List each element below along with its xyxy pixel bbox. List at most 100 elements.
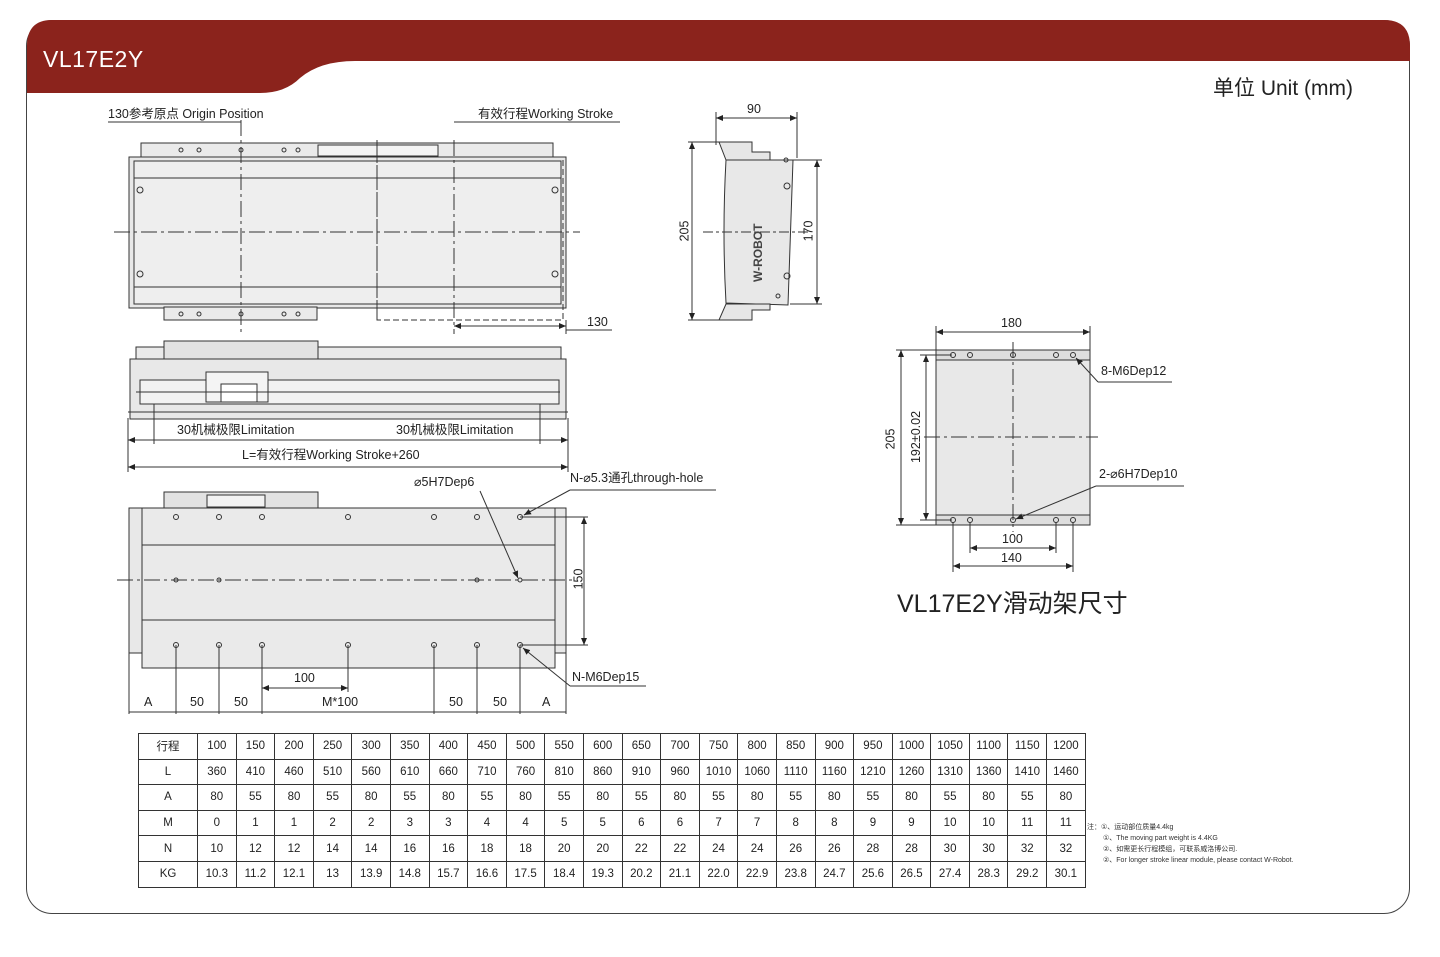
table-cell: 1260 <box>891 758 932 786</box>
carriage-pitch-outer-dim: 140 <box>1001 551 1022 565</box>
table-cell: 960 <box>660 758 700 786</box>
note-line: ②、如需更长行程模组，可联系威洛博公司. <box>1103 846 1238 853</box>
row-header: M <box>138 809 198 837</box>
table-cell: 12 <box>235 835 276 862</box>
through-hole-label: N-⌀5.3通孔through-hole <box>570 471 704 485</box>
thread-hole-label: N-M6Dep15 <box>572 670 640 684</box>
table-cell: 11 <box>1007 809 1048 837</box>
end-view-logo: W-ROBOT <box>751 223 765 282</box>
table-cell: 4 <box>505 809 546 837</box>
table-cell: 350 <box>389 733 430 760</box>
table-cell: 460 <box>274 758 314 786</box>
row-header: N <box>138 835 198 862</box>
carriage-height-pin-dim: 192±0.02 <box>909 410 924 464</box>
table-cell: 27.4 <box>930 860 970 888</box>
table-cell: 1410 <box>1007 758 1048 786</box>
table-cell: 1360 <box>968 758 1009 786</box>
table-cell: 560 <box>351 758 391 786</box>
table-cell: 80 <box>814 784 855 811</box>
bottom-dim-a-right: A <box>542 695 551 709</box>
table-cell: 23.8 <box>775 860 816 888</box>
table-cell: 80 <box>891 784 932 811</box>
table-cell: 860 <box>582 758 623 786</box>
table-cell: 15.7 <box>428 860 469 888</box>
table-cell: 55 <box>312 784 353 811</box>
table-cell: 3 <box>389 809 430 837</box>
table-cell: 1210 <box>853 758 893 786</box>
table-cell: 9 <box>853 809 893 837</box>
carriage-caption: VL17E2Y滑动架尺寸 <box>897 590 1128 618</box>
table-cell: 360 <box>197 758 237 786</box>
table-cell: 4 <box>467 809 507 837</box>
bottom-dim-50-3: 50 <box>449 695 463 709</box>
table-cell: 55 <box>235 784 276 811</box>
row-header: KG <box>138 860 198 888</box>
model-title: VL17E2Y <box>43 46 144 72</box>
working-stroke-label: 有效行程Working Stroke <box>478 107 614 121</box>
table-cell: 80 <box>505 784 546 811</box>
table-cell: 14 <box>351 835 391 862</box>
limit-left-label: 30机械极限Limitation <box>177 423 295 437</box>
table-cell: 9 <box>891 809 932 837</box>
table-cell: 13 <box>312 860 353 888</box>
carriage-thread-label: 8-M6Dep12 <box>1101 364 1167 378</box>
table-cell: 2 <box>351 809 391 837</box>
table-cell: 32 <box>1007 835 1048 862</box>
bottom-dim-a-left: A <box>144 695 153 709</box>
note-line: ②、For longer stroke linear module, pleas… <box>1103 857 1294 864</box>
table-cell: 17.5 <box>505 860 546 888</box>
table-cell: 80 <box>1046 784 1086 811</box>
table-cell: 28 <box>891 835 932 862</box>
table-cell: 1460 <box>1046 758 1086 786</box>
table-cell: 1000 <box>891 733 932 760</box>
table-cell: 20 <box>544 835 584 862</box>
table-cell: 32 <box>1046 835 1086 862</box>
table-cell: 22.0 <box>698 860 739 888</box>
table-cell: 1010 <box>698 758 739 786</box>
table-cell: 16 <box>428 835 469 862</box>
table-cell: 5 <box>544 809 584 837</box>
table-cell: 500 <box>505 733 546 760</box>
table-cell: 80 <box>274 784 314 811</box>
table-cell: 22 <box>621 835 662 862</box>
notes: 注：①、运动部位质量4.4kg ①、The moving part weight… <box>1087 822 1294 866</box>
table-cell: 24.7 <box>814 860 855 888</box>
table-cell: 6 <box>621 809 662 837</box>
table-cell: 550 <box>544 733 584 760</box>
table-cell: 55 <box>389 784 430 811</box>
table-cell: 55 <box>853 784 893 811</box>
table-cell: 10 <box>197 835 237 862</box>
table-cell: 600 <box>582 733 623 760</box>
bottom-dim-50-1: 50 <box>190 695 204 709</box>
table-cell: 22 <box>660 835 700 862</box>
note-line: 注：①、运动部位质量4.4kg <box>1087 824 1174 831</box>
table-cell: 19.3 <box>582 860 623 888</box>
table-cell: 3 <box>428 809 469 837</box>
table-cell: 11 <box>1046 809 1086 837</box>
table-cell: 850 <box>775 733 816 760</box>
table-cell: 1 <box>235 809 276 837</box>
table-cell: 1110 <box>775 758 816 786</box>
table-cell: 750 <box>698 733 739 760</box>
table-cell: 510 <box>312 758 353 786</box>
table-cell: 26.5 <box>891 860 932 888</box>
carriage-width-dim: 180 <box>1001 316 1022 330</box>
bottom-height-dim: 150 <box>571 568 586 590</box>
bottom-dim-m100: M*100 <box>322 695 359 709</box>
table-cell: 13.9 <box>351 860 391 888</box>
table-cell: 80 <box>351 784 391 811</box>
table-cell: 950 <box>853 733 893 760</box>
table-cell: 18.4 <box>544 860 584 888</box>
table-cell: 700 <box>660 733 700 760</box>
table-cell: 55 <box>930 784 970 811</box>
table-cell: 650 <box>621 733 662 760</box>
table-cell: 7 <box>698 809 739 837</box>
bottom-dim-50-4: 50 <box>493 695 507 709</box>
table-cell: 710 <box>467 758 507 786</box>
end-view <box>688 112 822 321</box>
table-cell: 1050 <box>930 733 970 760</box>
